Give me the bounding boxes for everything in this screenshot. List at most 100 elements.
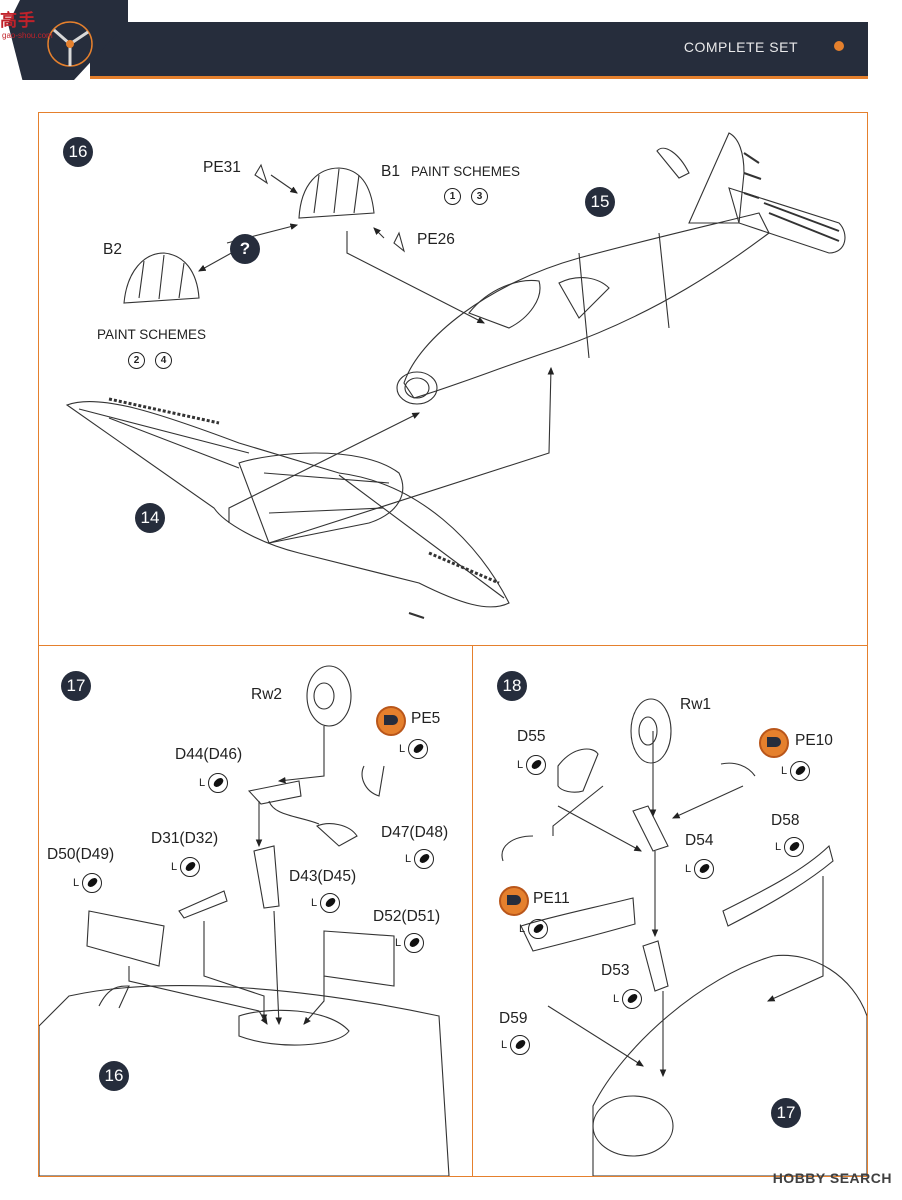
glue-marker: L (395, 932, 425, 953)
glue-icon (180, 857, 200, 877)
canopy-b1-outline (298, 167, 375, 219)
header-band: COMPLETE SET (90, 22, 868, 79)
logo-subtext: gao-shou.com (2, 31, 53, 40)
glue-letter: L (517, 759, 524, 771)
wing-outline (65, 400, 510, 608)
glue-icon (320, 893, 340, 913)
label-d31: D31(D32) (151, 830, 219, 847)
label-pe10: PE10 (795, 732, 833, 749)
paint-schemes-top-label: PAINT SCHEMES (411, 164, 521, 179)
step-number-17: 17 (61, 671, 91, 701)
label-d53: D53 (601, 962, 630, 979)
glue-letter: L (405, 853, 412, 865)
step-16-assembly-drawing (65, 132, 846, 619)
glue-icon (82, 873, 102, 893)
glue-icon (694, 859, 714, 879)
glue-letter: L (781, 765, 788, 777)
glue-icon (208, 773, 228, 793)
tail-fin-outline (688, 132, 745, 224)
scheme-4-marker: 4 (155, 352, 172, 369)
glue-marker: L (399, 738, 429, 759)
glue-icon (526, 755, 546, 775)
glue-marker: L (519, 918, 549, 939)
glue-letter: L (685, 863, 692, 875)
glue-marker: L (171, 856, 201, 877)
wheel-rw2 (306, 665, 352, 727)
step-18-panel: 18 17 Rw1 PE10 D55 D54 D58 PE11 D53 D59 … (472, 645, 868, 1177)
scheme-1-marker: 1 (444, 188, 461, 205)
glue-letter: L (199, 777, 206, 789)
glue-marker: L (405, 848, 435, 869)
label-d52: D52(D51) (373, 908, 441, 925)
glue-letter: L (311, 897, 318, 909)
glue-letter: L (501, 1039, 508, 1051)
question-marker: ? (230, 234, 260, 264)
label-d59: D59 (499, 1010, 528, 1027)
label-rw1: Rw1 (680, 696, 712, 713)
subassembly-15-marker: 15 (585, 187, 615, 217)
label-d55: D55 (517, 728, 546, 745)
subassembly-17-marker: 17 (771, 1098, 801, 1128)
wheel-rw1 (630, 698, 672, 764)
header-accent-dot (834, 41, 844, 51)
step-number-18: 18 (497, 671, 527, 701)
logo-text: 高手 (0, 11, 36, 30)
scheme-2-marker: 2 (128, 352, 145, 369)
glue-letter: L (613, 993, 620, 1005)
fuselage-outline (403, 212, 770, 399)
watermark: HOBBY SEARCH (772, 1170, 892, 1186)
subassembly-16-marker: 16 (99, 1061, 129, 1091)
glue-letter: L (395, 937, 402, 949)
glue-marker: L (199, 772, 229, 793)
glue-icon (510, 1035, 530, 1055)
label-pe11: PE11 (533, 890, 570, 907)
glue-marker: L (517, 754, 547, 775)
label-d54: D54 (685, 832, 714, 849)
glue-letter: L (399, 743, 406, 755)
scheme-3-marker: 3 (471, 188, 488, 205)
label-pe5: PE5 (411, 710, 441, 727)
glue-icon (622, 989, 642, 1009)
label-d58: D58 (771, 812, 800, 829)
step-18-assembly-drawing (501, 698, 867, 1176)
glue-marker: L (73, 872, 103, 893)
glue-marker: L (781, 760, 811, 781)
glue-icon (790, 761, 810, 781)
glue-letter: L (171, 861, 178, 873)
label-d47: D47(D48) (381, 824, 449, 841)
glue-letter: L (775, 841, 782, 853)
glue-marker: L (613, 988, 643, 1009)
step-16-panel: 16 15 14 ? PE31 B1 PE26 B2 PAINT SCHEMES… (38, 112, 868, 646)
step-number-16: 16 (63, 137, 93, 167)
glue-letter: L (519, 923, 526, 935)
canopy-b2-outline (123, 252, 200, 304)
glue-marker: L (311, 892, 341, 913)
glue-icon (528, 919, 548, 939)
subassembly-14-marker: 14 (135, 503, 165, 533)
paint-schemes-left-label: PAINT SCHEMES (97, 327, 207, 342)
label-b2: B2 (103, 241, 122, 258)
photoetch-icon (759, 728, 789, 758)
header-title: COMPLETE SET (683, 39, 798, 55)
label-pe26: PE26 (417, 231, 455, 248)
label-d50: D50(D49) (47, 846, 115, 863)
brand-logo: 高手 gao-shou.com (0, 0, 140, 84)
propeller-icon (47, 21, 93, 67)
label-rw2: Rw2 (251, 686, 283, 703)
glue-icon (408, 739, 428, 759)
glue-letter: L (73, 877, 80, 889)
photoetch-icon (499, 886, 529, 916)
glue-marker: L (775, 836, 805, 857)
step-17-panel: 17 16 Rw2 PE5 D44(D46) D31(D32) D47(D48)… (38, 645, 473, 1177)
photoetch-icon (376, 706, 406, 736)
glue-icon (414, 849, 434, 869)
label-d44: D44(D46) (175, 746, 243, 763)
glue-marker: L (685, 858, 715, 879)
label-b1: B1 (381, 163, 400, 180)
glue-icon (784, 837, 804, 857)
label-d43: D43(D45) (289, 868, 357, 885)
label-pe31: PE31 (203, 159, 241, 176)
step-17-assembly-drawing (39, 665, 450, 1176)
glue-icon (404, 933, 424, 953)
glue-marker: L (501, 1034, 531, 1055)
